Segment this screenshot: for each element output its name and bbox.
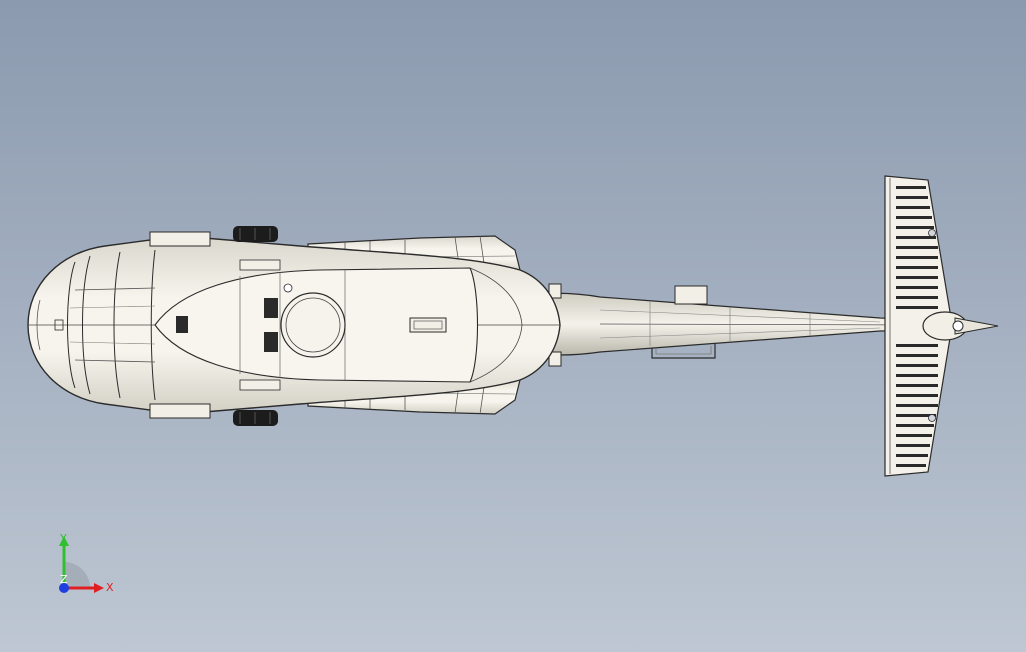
stabilizer-slat [896, 414, 936, 417]
stabilizer-slat [896, 286, 938, 289]
triad-x-arrow [94, 583, 104, 593]
main-landing-gear[interactable] [233, 226, 278, 426]
stabilizer-slat [896, 276, 938, 279]
stabilizer-slat [896, 444, 930, 447]
triad-y-label: Y [59, 532, 67, 545]
tail-rotor-hub[interactable] [922, 311, 999, 341]
tail-boom[interactable] [519, 283, 931, 367]
stabilizer-slat [896, 374, 938, 377]
stabilizer-slat [896, 266, 938, 269]
stabilizer-slat [896, 246, 938, 249]
stabilizer-slat [896, 196, 928, 199]
triad-z-axis-dot [59, 583, 69, 593]
stabilizer-slat [896, 186, 926, 189]
orientation-triad: Y X Z [59, 532, 114, 594]
stabilizer-slat [896, 344, 938, 347]
stabilizer-slat [896, 226, 934, 229]
stabilizer-slat [896, 454, 928, 457]
triad-x-label: X [106, 581, 114, 594]
stabilizer-vent-slats [896, 186, 938, 467]
stabilizer-slat [896, 296, 938, 299]
stabilizer-slat [896, 424, 934, 427]
stabilizer-slat [896, 364, 938, 367]
fuselage[interactable] [27, 231, 561, 419]
stabilizer-slat [896, 256, 938, 259]
triad-z-label: Z [60, 573, 68, 586]
stabilizer-slat [896, 394, 938, 397]
stabilizer-slat [896, 306, 938, 309]
stabilizer-slat [896, 434, 932, 437]
stabilizer-slat [896, 216, 932, 219]
stabilizer-slat [896, 206, 930, 209]
stabilizer-slat [896, 404, 938, 407]
stabilizer-slat [896, 236, 936, 239]
triad-y-arrow [59, 536, 69, 546]
stabilizer-slat [896, 384, 938, 387]
stabilizer-slat [896, 464, 926, 467]
triad-arc [64, 562, 90, 588]
horizontal-stabilizer[interactable] [884, 175, 951, 477]
stabilizer-slat [896, 354, 938, 357]
